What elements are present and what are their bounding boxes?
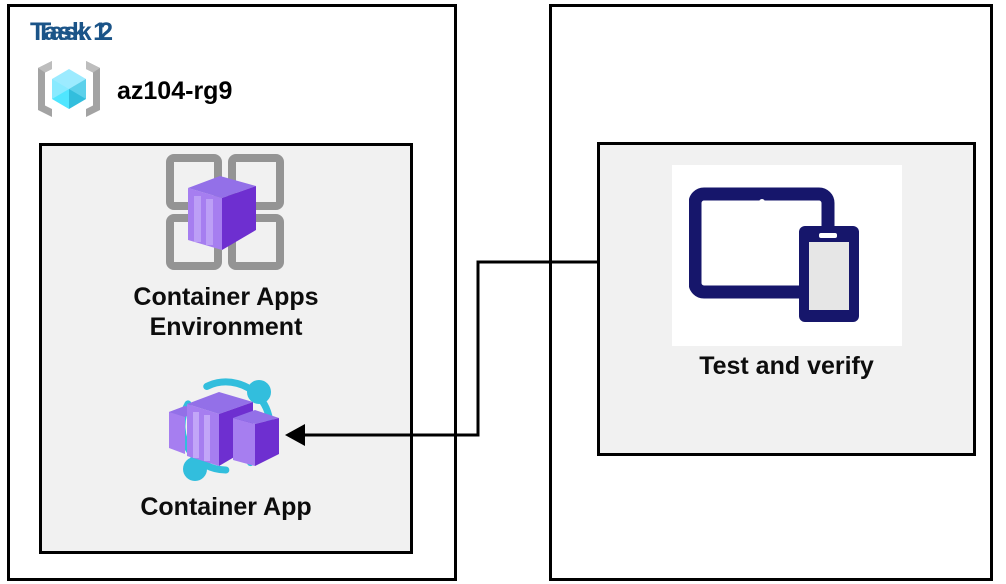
resource-group-name: az104-rg9: [117, 77, 233, 105]
resource-group-row: az104-rg9: [33, 58, 232, 125]
task-1-title: Task 1: [30, 18, 108, 46]
container-apps-environment-icon: [160, 152, 292, 277]
resource-group-icon: [33, 58, 105, 125]
resource-container-app: Container App: [39, 370, 413, 523]
connector-verify-to-container-app: [280, 250, 700, 465]
task-2-title: Task 2: [36, 18, 114, 46]
resource-container-apps-environment: Container Apps Environment: [39, 152, 413, 342]
test-and-verify-label: Test and verify: [699, 352, 874, 380]
container-apps-environment-label: Container Apps Environment: [133, 283, 319, 341]
container-app-label: Container App: [140, 493, 312, 521]
devices-tablet-phone-icon: [688, 178, 885, 333]
container-app-icon: [155, 370, 297, 487]
resource-test-and-verify: Test and verify: [597, 165, 976, 382]
devices-icon-plate: [671, 165, 902, 346]
